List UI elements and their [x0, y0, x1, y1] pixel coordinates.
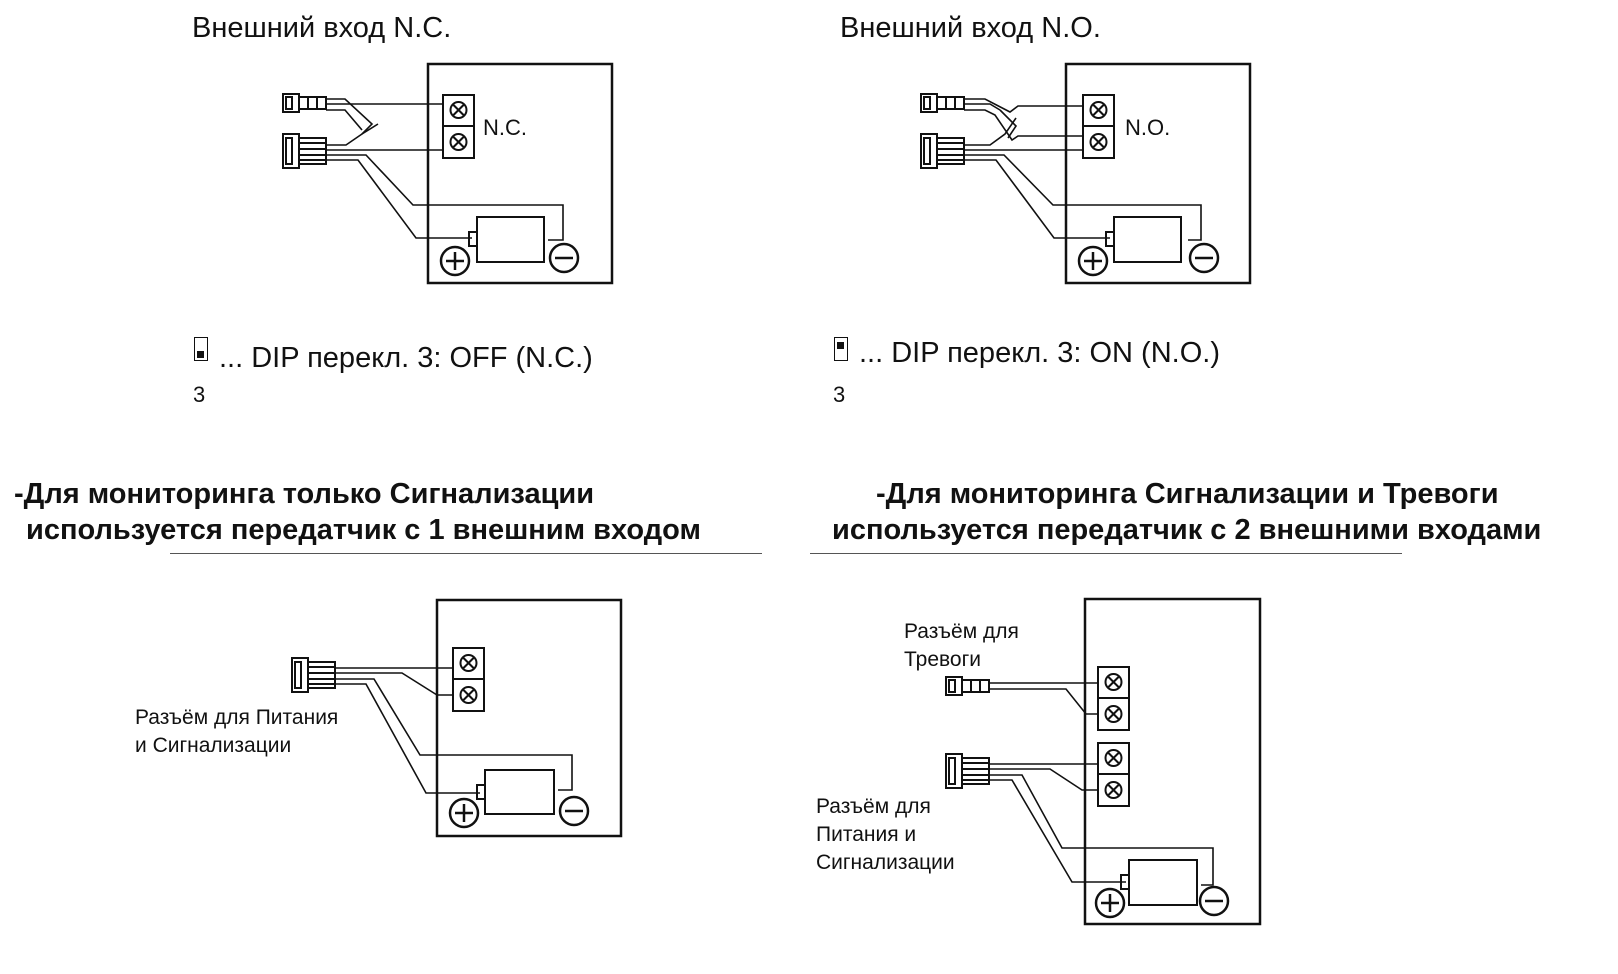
power-connector-label: Разъём для Питания и Сигнализации — [816, 795, 955, 874]
nc-dip-setting: ... DIP перекл. 3: OFF (N.C.) — [219, 342, 593, 374]
power-signal-connector-label: Разъём для Питания и Сигнализации — [135, 706, 339, 757]
dual-input-plus-terminal-icon — [1094, 887, 1126, 919]
dual-input-wiring-diagram — [945, 597, 1262, 926]
single-input-transmitter-housing — [435, 598, 623, 838]
single-input-heading-rule — [170, 553, 762, 554]
dual-input-alarm-terminal-block — [1097, 666, 1130, 731]
no-alarm-connector-icon — [920, 93, 965, 113]
dual-input-wires — [989, 682, 1214, 886]
dip-switch-on-icon — [834, 337, 848, 361]
dual-input-battery-icon — [1120, 859, 1198, 906]
alarm-connector-label: Разъём для Тревоги — [904, 620, 1019, 671]
nc-wires — [326, 98, 564, 241]
dual-input-heading-line1: -Для мониторинга Сигнализации и Тревоги — [876, 478, 1499, 510]
dual-input-heading-line2: используется передатчик с 2 внешними вхо… — [832, 514, 1542, 546]
nc-wiring-diagram — [282, 62, 614, 285]
single-input-heading-line2: используется передатчик с 1 внешним вход… — [26, 514, 701, 546]
nc-terminal-block — [442, 94, 475, 159]
no-terminal-block — [1082, 94, 1115, 159]
no-power-connector-icon — [920, 133, 965, 169]
single-input-heading-line1: -Для мониторинга только Сигнализации — [14, 478, 595, 510]
no-wiring-diagram — [920, 62, 1252, 285]
nc-dip-number: 3 — [193, 382, 206, 407]
single-input-wires — [335, 667, 573, 794]
no-dip-setting: ... DIP перекл. 3: ON (N.O.) — [859, 337, 1220, 369]
no-terminal-label: N.O. — [1125, 115, 1171, 140]
single-input-battery-icon — [476, 769, 555, 815]
dual-input-minus-terminal-icon — [1198, 885, 1230, 917]
no-transmitter-housing — [1064, 62, 1252, 285]
dual-input-heading-rule — [810, 553, 1402, 554]
nc-minus-terminal-icon — [548, 242, 580, 274]
no-dip-number: 3 — [833, 382, 846, 407]
dual-input-power-connector-icon — [945, 753, 990, 789]
nc-battery-icon — [468, 216, 545, 263]
no-battery-icon — [1105, 216, 1182, 263]
nc-plus-terminal-icon — [439, 245, 471, 277]
dual-input-signal-terminal-block — [1097, 742, 1130, 807]
nc-diagram-title: Внешний вход N.C. — [192, 12, 452, 44]
nc-alarm-connector-icon — [282, 93, 327, 113]
nc-transmitter-housing — [426, 62, 614, 285]
dual-input-transmitter-housing — [1083, 597, 1262, 926]
no-plus-terminal-icon — [1077, 245, 1109, 277]
single-input-connector-icon — [291, 657, 336, 693]
single-input-terminal-block — [452, 647, 485, 712]
single-input-minus-terminal-icon — [558, 795, 590, 827]
no-minus-terminal-icon — [1188, 242, 1220, 274]
single-input-plus-terminal-icon — [448, 797, 480, 829]
nc-power-connector-icon — [282, 133, 327, 169]
no-wires — [964, 98, 1202, 241]
single-input-wiring-diagram — [291, 598, 623, 838]
dip-switch-off-icon — [194, 337, 208, 361]
nc-terminal-label: N.C. — [483, 115, 527, 140]
dual-input-alarm-connector-icon — [945, 676, 990, 696]
no-diagram-title: Внешний вход N.O. — [840, 12, 1101, 44]
